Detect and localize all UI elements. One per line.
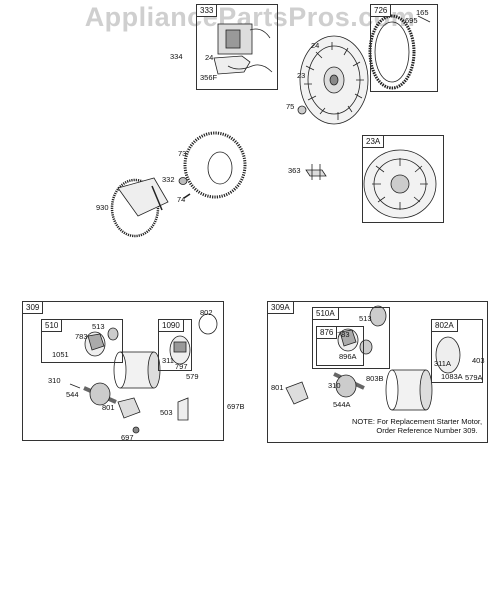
part-513-label: 513 [92, 322, 105, 331]
part-579-label: 579 [186, 372, 199, 381]
part-801-label: 801 [102, 403, 115, 412]
group-510a-box: 510A [312, 307, 390, 369]
part-544a-label: 544A [333, 400, 351, 409]
part-544-label: 544 [66, 390, 79, 399]
fan-drawing [110, 177, 169, 238]
group-309-tag: 309 [23, 302, 44, 314]
flywheel-drawing [299, 35, 369, 125]
part-310-label: 310 [48, 376, 61, 385]
part-332-label: 332 [162, 175, 175, 184]
part-23-label: 23 [297, 71, 306, 80]
group-510-tag: 510 [42, 320, 63, 332]
part-311a-label: 311A [434, 359, 451, 368]
group-309a-box: 309A [267, 301, 488, 443]
part-73-label: 73 [178, 149, 187, 158]
part-75-label: 75 [286, 102, 295, 111]
group-1090-box: 1090 [158, 319, 192, 371]
group-510a-tag: 510A [313, 308, 339, 320]
part-356f-label: 356F [200, 73, 218, 82]
note-line-1: NOTE: For Replacement Starter Motor, [352, 417, 483, 426]
part-896a-label: 896A [339, 352, 357, 361]
part-334-label: 334 [170, 52, 183, 61]
part-363-label: 363 [288, 166, 301, 175]
group-726-box: 726 [370, 4, 438, 92]
part-503-label: 503 [160, 408, 173, 417]
group-333-box: 333 [196, 4, 278, 90]
group-23a-box: 23A [362, 135, 444, 223]
starter-309-drawing [69, 313, 218, 434]
group-510-box: 510 [41, 319, 123, 363]
group-726-tag: 726 [371, 5, 392, 17]
part-1051-label: 1051 [52, 350, 69, 359]
nut-drawing [178, 177, 191, 199]
part-310a-label: 310 [328, 381, 341, 390]
screen-drawing [183, 131, 247, 199]
part-513a-label: 513 [359, 314, 372, 323]
group-876-box: 876 [316, 326, 364, 366]
part-311-label: 311 [162, 356, 174, 365]
part-783a-label: 783 [337, 330, 350, 339]
group-333-tag: 333 [197, 5, 218, 17]
part-24-label: 24 [205, 53, 214, 62]
starter-309a-drawing [285, 305, 461, 411]
group-876-tag: 876 [317, 327, 338, 339]
group-309a-tag: 309A [268, 302, 294, 314]
group-802a-tag: 802A [432, 320, 458, 332]
armature-drawing [213, 23, 273, 75]
part-697b-label: 697B [227, 402, 245, 411]
flywheel-23a-drawing [363, 149, 437, 219]
part-797-label: 797 [175, 362, 188, 371]
part-802-label: 802 [200, 308, 213, 317]
note-line-2: Order Reference Number 309. [376, 426, 478, 435]
group-309-box: 309 [22, 301, 224, 441]
part-783-label: 783 [75, 332, 88, 341]
part-403-label: 403 [472, 356, 485, 365]
washer-drawing [297, 105, 307, 115]
part-697-label: 697 [121, 433, 134, 442]
part-801a-label: 801 [271, 383, 284, 392]
part-579a-label: 579A [465, 373, 483, 382]
group-23a-tag: 23A [363, 136, 385, 148]
part-803b-label: 803B [366, 374, 384, 383]
group-1090-tag: 1090 [159, 320, 184, 332]
ring-gear-drawing [368, 14, 431, 90]
replacement-note: NOTE: For Replacement Starter Motor, Ord… [352, 417, 482, 435]
bracket-drawing [305, 164, 327, 180]
part-74-label: 74 [177, 195, 186, 204]
part-695-label: 695 [405, 16, 418, 25]
part-1083a-label: 1083A [441, 372, 463, 381]
part-930-label: 930 [96, 203, 109, 212]
part-165-label: 165 [416, 8, 429, 17]
part-24b-label: 24 [311, 41, 320, 50]
group-802a-box: 802A [431, 319, 483, 383]
